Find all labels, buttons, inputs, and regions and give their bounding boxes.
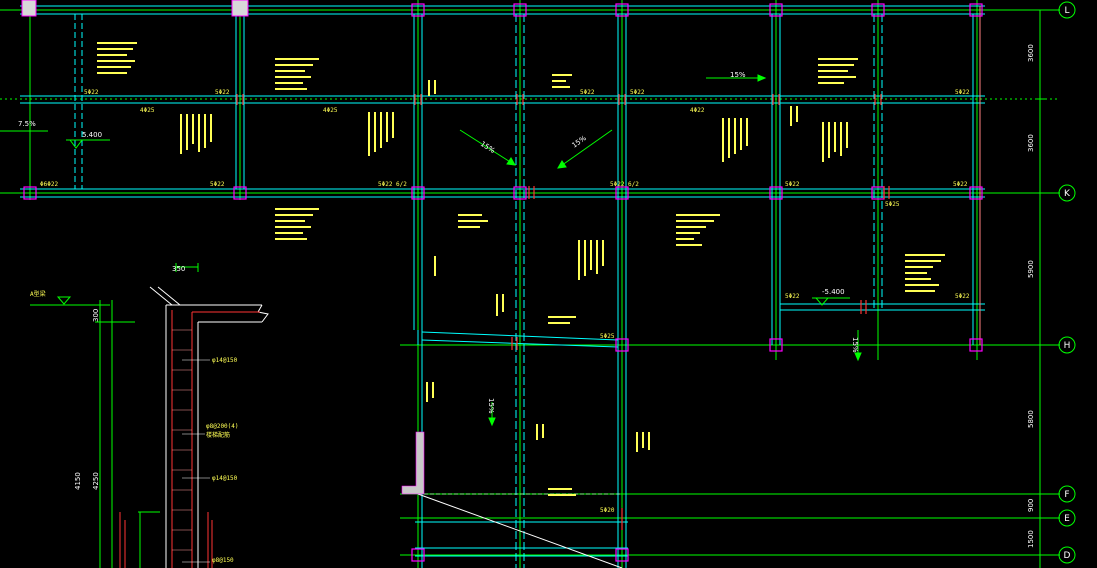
columns (23, 3, 983, 562)
elevation-label-2: -5.400 (822, 288, 845, 296)
axis-bubble-L (1058, 1, 1076, 19)
beam-annotation-blocks (97, 42, 945, 496)
slope-arrows (459, 74, 862, 427)
axis-bubble-E (1058, 509, 1076, 527)
dim-right-3: 5900 (1027, 260, 1035, 278)
elevation-markers (66, 139, 850, 306)
right-dimensions: 3600 3600 5900 5800 900 1500 (1027, 44, 1035, 548)
axis-bubble-K (1058, 184, 1076, 202)
rebar-marks (236, 94, 890, 530)
section-note-1: φ14@150 (212, 357, 238, 364)
section-note-3: φ14@150 (212, 475, 238, 482)
section-note-4: φ8@150 (212, 557, 234, 564)
slope-label-6: 15% (851, 337, 859, 353)
axis-label-H: H (1064, 341, 1071, 351)
column-filled-1 (21, 0, 37, 17)
svg-text:5Φ22: 5Φ22 (785, 181, 800, 188)
svg-text:5Φ20: 5Φ20 (600, 507, 615, 514)
svg-text:5Φ25: 5Φ25 (600, 333, 615, 340)
slope-label-1: 7.5% (18, 120, 36, 128)
svg-text:5Φ22: 5Φ22 (580, 89, 595, 96)
dim-section-300: 300 (92, 309, 100, 322)
dim-right-5: 900 (1027, 499, 1035, 512)
section-note-2b: 楼梯配筋 (206, 431, 230, 439)
axis-label-D: D (1064, 551, 1071, 561)
dim-right-6: 1500 (1027, 530, 1035, 548)
slope-label-4: 15% (730, 71, 746, 79)
svg-text:5Φ22: 5Φ22 (215, 89, 230, 96)
wall-stub (401, 431, 425, 495)
section-detail (30, 263, 269, 568)
section-note-2: φ8@200(4) (206, 423, 239, 430)
svg-text:5Φ22: 5Φ22 (953, 181, 968, 188)
axis-label-F: F (1064, 490, 1069, 500)
dim-right-1: 3600 (1027, 44, 1035, 62)
svg-text:5Φ22: 5Φ22 (84, 89, 99, 96)
beams (20, 5, 985, 568)
svg-text:5Φ22 6/2: 5Φ22 6/2 (610, 181, 639, 188)
svg-text:Φ6Φ22: Φ6Φ22 (40, 181, 58, 188)
slope-label-5: 15% (487, 398, 495, 414)
axis-label-E: E (1064, 514, 1070, 524)
elevation-label-1: 5.400 (82, 131, 102, 139)
svg-text:4Φ25: 4Φ25 (140, 107, 155, 114)
axis-bubble-F (1058, 485, 1076, 503)
slope-label-3: 15% (571, 134, 589, 150)
slope-labels: 7.5% 15% 15% 15% 15% 15% (18, 71, 859, 414)
axis-label-L: L (1064, 6, 1069, 16)
svg-text:4Φ25: 4Φ25 (323, 107, 338, 114)
beam-end-marks: 5Φ22 5Φ22 4Φ25 4Φ25 5Φ22 5Φ22 4Φ22 5Φ22 Φ6Φ2… (40, 89, 970, 514)
svg-text:5Φ25: 5Φ25 (885, 201, 900, 208)
axis-bubble-D (1058, 546, 1076, 564)
axis-bubble-H (1058, 336, 1076, 354)
dim-section-350: 350 (172, 265, 185, 273)
axis-bubbles (1058, 1, 1076, 564)
svg-text:5Φ22: 5Φ22 (955, 89, 970, 96)
dim-section-4250: 4250 (92, 472, 100, 490)
svg-text:5Φ22: 5Φ22 (955, 293, 970, 300)
axis-label-K: K (1064, 189, 1071, 199)
column-filled-2 (231, 0, 249, 17)
grid-lines (0, 0, 1060, 568)
dim-right-4: 5800 (1027, 410, 1035, 428)
axis-labels: L K H F E D (1064, 6, 1072, 561)
svg-text:5Φ22 6/2: 5Φ22 6/2 (378, 181, 407, 188)
svg-text:4Φ22: 4Φ22 (690, 107, 705, 114)
svg-text:5Φ22: 5Φ22 (210, 181, 225, 188)
dim-section-4150: 4150 (74, 472, 82, 490)
svg-text:5Φ22: 5Φ22 (630, 89, 645, 96)
slope-label-2: 15% (479, 140, 497, 155)
dim-right-2: 3600 (1027, 134, 1035, 152)
svg-text:5Φ22: 5Φ22 (785, 293, 800, 300)
section-ref-label: A型梁 (30, 290, 46, 298)
stair-diagonal (417, 493, 623, 568)
